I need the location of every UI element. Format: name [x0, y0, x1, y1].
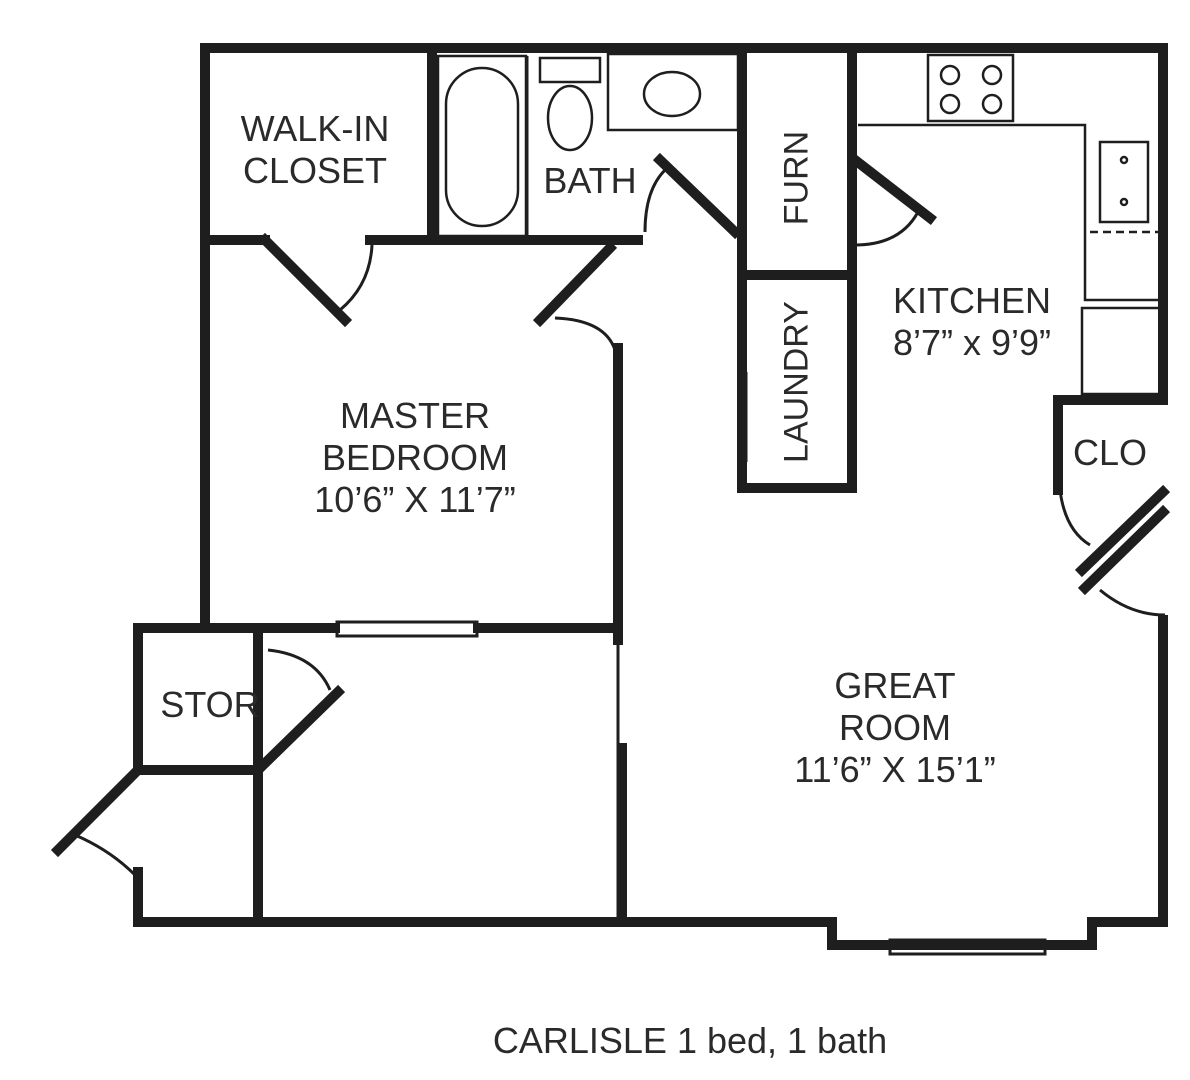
drain [1119, 197, 1129, 207]
refrigerator [1080, 306, 1162, 396]
kitchen-sink [1098, 140, 1150, 224]
walk-in-closet-line2: CLOSET [242, 150, 388, 191]
master-bedroom-line2: BEDROOM [321, 437, 509, 478]
stor-door-swing [267, 648, 332, 691]
tub-basin [444, 66, 520, 228]
bath-door-swing [643, 168, 667, 233]
entry-door-swing-right [1099, 588, 1166, 617]
furn-door [847, 152, 938, 226]
sink [642, 70, 702, 118]
bedroom-door-swing [554, 316, 617, 351]
plan-caption: CARLISLE 1 bed, 1 bath [492, 1020, 888, 1061]
stove [926, 53, 1015, 123]
clo-door [1074, 484, 1171, 578]
furn-label: FURN [777, 130, 816, 226]
stor-label: STOR [160, 684, 260, 725]
great-room-window [888, 938, 1047, 956]
bedroom-door [532, 240, 618, 328]
furn-wall [737, 43, 857, 493]
furn-door-swing [854, 211, 920, 247]
clo-door-2 [1077, 504, 1171, 596]
kitchen-name: KITCHEN [892, 280, 1051, 321]
laundry-label: LAUNDRY [777, 301, 816, 463]
bath-door [652, 152, 743, 240]
burner [981, 93, 1003, 115]
clo-wall [1053, 395, 1168, 495]
great-room-size: 11’6” X 15’1” [794, 749, 996, 790]
great-room-line2: ROOM [838, 707, 951, 748]
kitchen-size: 8’7” x 9’9” [892, 322, 1052, 363]
toilet-bowl [546, 84, 594, 152]
burner [939, 93, 961, 115]
entry-door [50, 762, 146, 858]
great-room-line1: GREAT [834, 665, 956, 706]
burner [939, 64, 961, 86]
drain [1119, 155, 1129, 165]
stor-door [250, 684, 346, 778]
bath-label: BATH [543, 160, 637, 201]
toilet-tank [538, 56, 602, 84]
clo-door-swing [1058, 489, 1091, 547]
master-bedroom-size: 10’6” X 11’7” [314, 479, 516, 520]
clo-label: CLO [1072, 432, 1148, 473]
counter [858, 123, 1160, 302]
closet-door-swing [339, 244, 374, 312]
vanity [606, 52, 740, 132]
entry-door-swing [74, 833, 137, 877]
outer-wall-top [200, 43, 1168, 630]
burner [981, 64, 1003, 86]
outer-wall-right-lower [133, 615, 1168, 950]
walk-in-closet-line1: WALK-IN [240, 108, 390, 149]
closet-door [257, 232, 353, 328]
bedroom-window [335, 620, 479, 638]
master-bedroom-line1: MASTER [339, 395, 491, 436]
